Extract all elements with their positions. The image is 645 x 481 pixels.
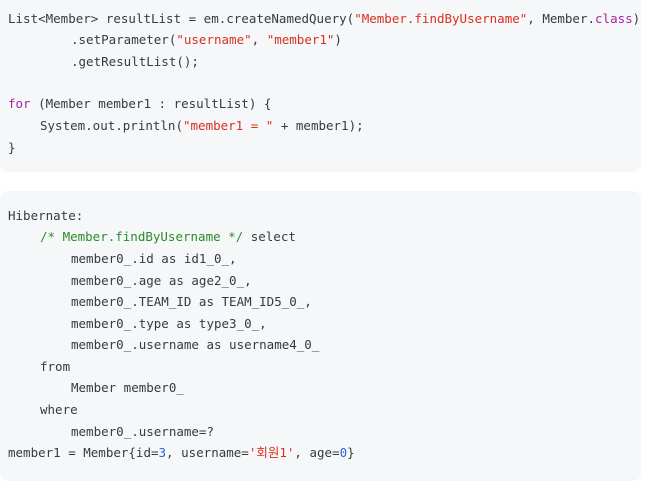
code-text: System.out.println( [40, 118, 183, 133]
output-column: member0_.id as id1_0_, [71, 251, 237, 266]
code-text: , age= [294, 445, 340, 460]
code-text: .setParameter( [71, 32, 177, 47]
sql-table: Member member0_ [71, 380, 184, 395]
code-text: } [347, 445, 355, 460]
code-text: , [251, 32, 267, 47]
output-column: member0_.username as username4_0_ [71, 337, 320, 352]
output-select-line: /* Member.findByUsername */ select [8, 227, 296, 247]
output-column: member0_.age as age2_0_, [71, 273, 252, 288]
code-line-create-query: List<Member> resultList = em.createNamed… [8, 9, 640, 29]
code-text: .getResultList(); [71, 54, 199, 69]
code-line-get-result: .getResultList(); [8, 52, 199, 72]
sql-from-keyword: from [40, 359, 71, 374]
code-text: resultList = em.createNamedQuery( [98, 11, 355, 26]
code-line-close-brace: } [8, 138, 16, 158]
sql-keyword: select [243, 229, 296, 244]
hibernate-output-block: Hibernate: /* Member.findByUsername */ s… [0, 191, 641, 481]
sql-condition: member0_.username=? [71, 424, 214, 439]
code-text: , username= [166, 445, 249, 460]
string-literal: "member1 = " [183, 118, 274, 133]
keyword: for [8, 96, 31, 111]
string-literal: "member1" [266, 32, 335, 47]
sql-comment: /* Member.findByUsername */ [40, 229, 244, 244]
output-header: Hibernate: [8, 208, 84, 223]
output-column: member0_.type as type3_0_, [71, 316, 267, 331]
code-text: ) [334, 32, 342, 47]
output-column: member0_.TEAM_ID as TEAM_ID5_0_, [71, 294, 312, 309]
output-result-line: member1 = Member{id=3, username='회원1', a… [8, 443, 355, 463]
type-token: List<Member> [8, 11, 99, 26]
code-text: ) [632, 11, 641, 26]
number-literal: 0 [339, 445, 348, 460]
code-line-set-parameter: .setParameter("username", "member1") [8, 30, 342, 50]
code-line-for-loop: for (Member member1 : resultList) { [8, 94, 271, 114]
string-literal: "username" [176, 32, 252, 47]
code-text: } [8, 140, 16, 155]
string-literal: "Member.findByUsername" [354, 11, 528, 26]
keyword: class [595, 11, 633, 26]
code-text: , Member. [527, 11, 596, 26]
number-literal: 3 [158, 445, 167, 460]
code-line-println: System.out.println("member1 = " + member… [8, 116, 364, 136]
string-literal: '회원1' [248, 445, 295, 460]
code-text: + member1); [273, 118, 364, 133]
sql-where-keyword: where [40, 402, 78, 417]
java-code-block: List<Member> resultList = em.createNamed… [0, 0, 641, 172]
code-text: member1 = Member{id= [8, 445, 159, 460]
code-text: (Member member1 : resultList) { [30, 96, 272, 111]
